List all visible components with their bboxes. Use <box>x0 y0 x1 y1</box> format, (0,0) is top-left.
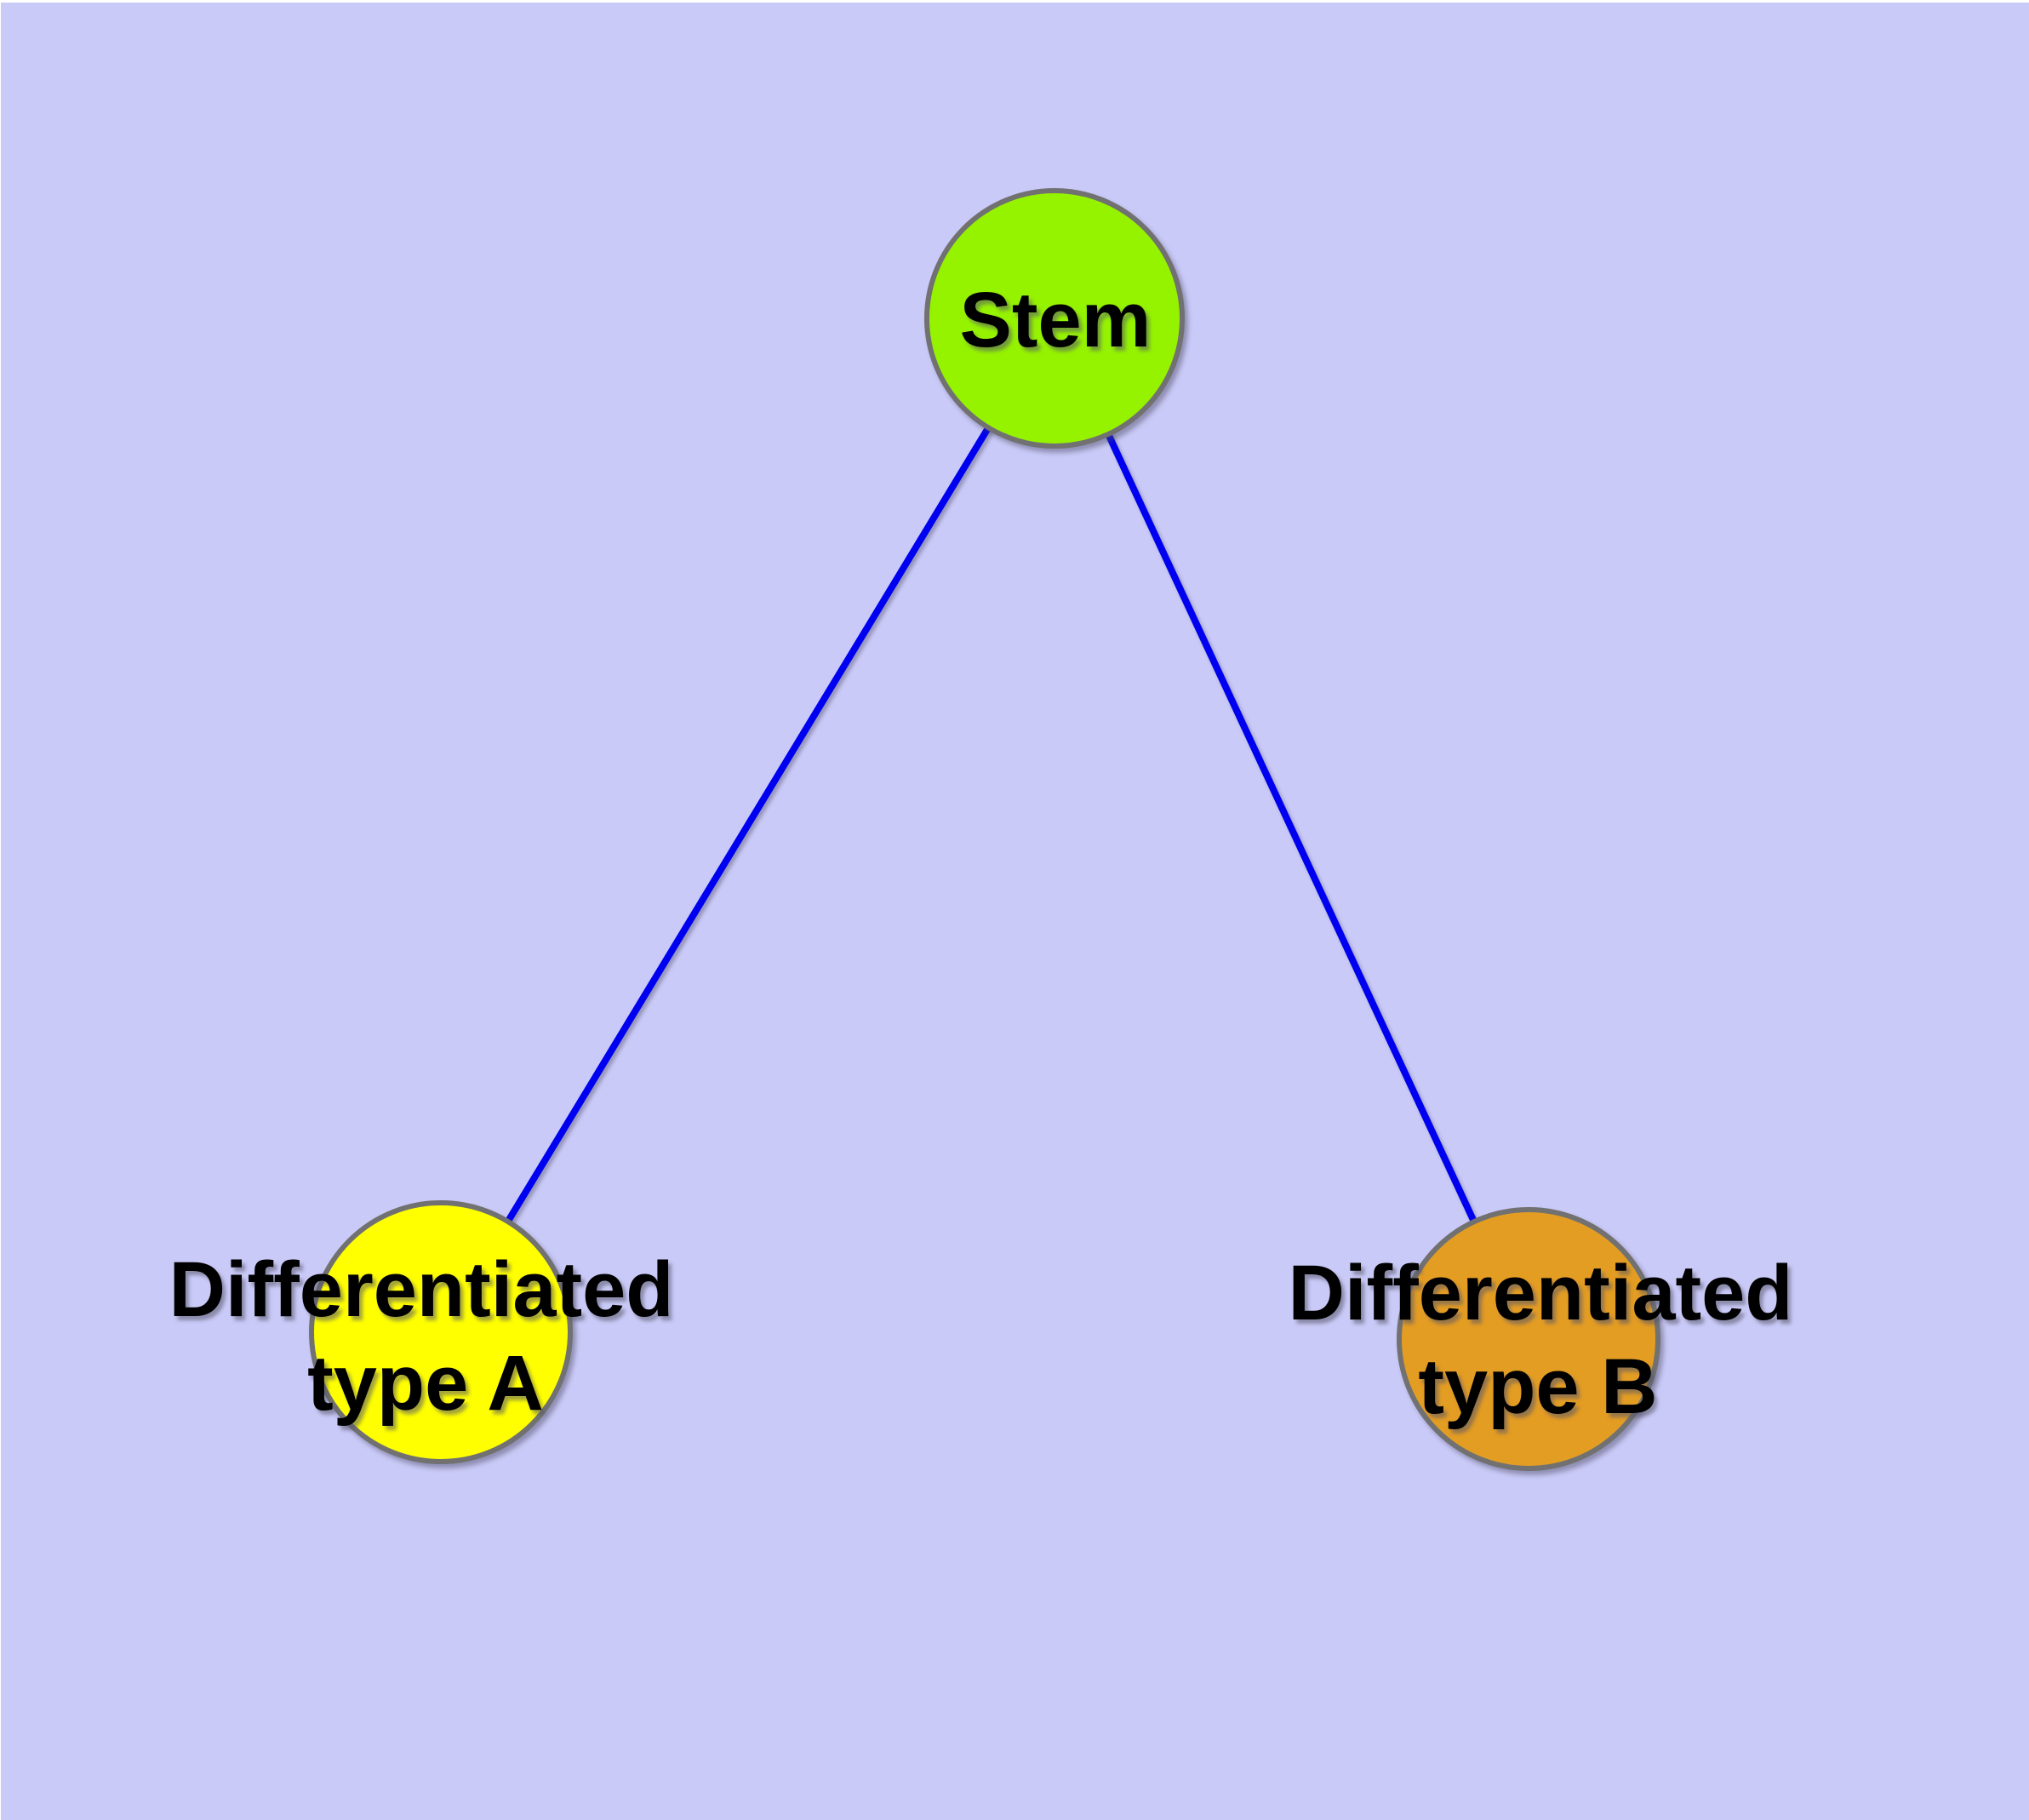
edge-stem-to-type-b <box>1051 315 1532 1342</box>
node-stem-label: Stem <box>960 277 1152 363</box>
node-type-a-label-line1: Differentiated <box>169 1246 674 1333</box>
node-layer <box>309 188 1660 1471</box>
node-stem <box>924 188 1185 449</box>
node-type-b-label-line1: Differentiated <box>1289 1250 1793 1336</box>
node-type-b-label-line2: type B <box>1418 1343 1657 1430</box>
node-differentiated-type-a <box>309 1200 573 1464</box>
node-differentiated-type-b <box>1397 1207 1660 1471</box>
node-type-a-label-line2: type A <box>307 1340 544 1427</box>
edge-layer <box>437 315 1532 1342</box>
edge-stem-to-type-a <box>437 315 1058 1336</box>
label-layer: Stem Differentiated type A Differentiate… <box>169 277 1793 1430</box>
